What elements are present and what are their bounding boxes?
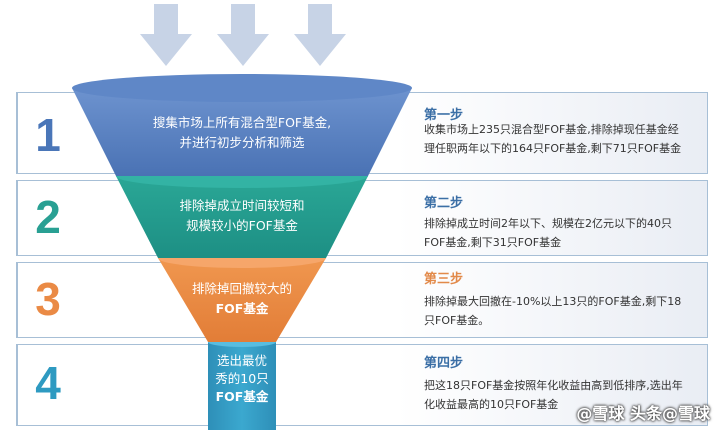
funnel-segment-1 [72, 74, 412, 176]
down-arrow-icon [140, 4, 192, 66]
step-number-3: 3 [35, 273, 61, 325]
step-description-3: 排除掉最大回撤在-10%以上13只的FOF基金,剩下18只FOF基金。 [424, 295, 682, 327]
funnel-stage-1-text: 搜集市场上所有混合型FOF基金, 并进行初步分析和筛选 [152, 115, 332, 150]
step-title-1: 第一步 [424, 108, 464, 123]
step-number-1: 1 [35, 109, 61, 161]
down-arrow-icon [217, 4, 269, 66]
step-title-3: 第三步 [424, 272, 464, 287]
step-number-4: 4 [35, 357, 61, 409]
step-band-3 [16, 262, 708, 338]
watermark: @雪球 头条@雪球 [576, 404, 710, 423]
down-arrow-icon [294, 4, 346, 66]
step-description-4: 把这18只FOF基金按照年化收益由高到低排序,选出年化收益最高的10只FOF基金 [424, 379, 683, 411]
step-description-2: 排除掉成立时间2年以下、规模在2亿元以下的40只FOF基金,剩下31只FOF基金 [424, 217, 672, 249]
funnel-stage-3-text: 排除掉回撤较大的 FOF基金 [191, 281, 292, 316]
funnel-stage-4-text: 选出最优 秀的10只 FOF基金 [215, 353, 269, 404]
step-title-2: 第二步 [424, 196, 464, 211]
step-band-4 [16, 344, 708, 426]
step-number-2: 2 [35, 191, 61, 243]
funnel-stage-2-text: 排除掉成立时间较短和 规模较小的FOF基金 [179, 198, 305, 233]
step-title-4: 第四步 [424, 356, 464, 371]
step-description-1: 收集市场上235只混合型FOF基金,排除掉现任基金经理任职两年以下的164只FO… [424, 123, 682, 155]
